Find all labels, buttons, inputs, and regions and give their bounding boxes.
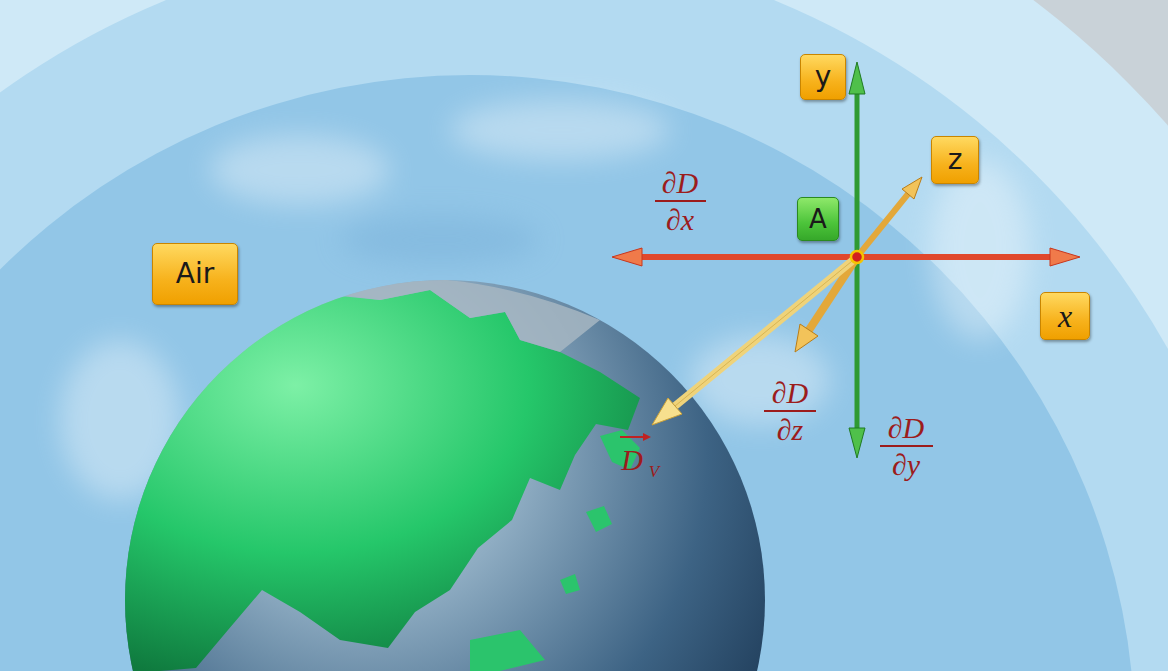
axis-label-box: y (800, 54, 846, 100)
dv-arrowhead (652, 398, 682, 425)
x-arrowhead (612, 248, 642, 266)
island (586, 506, 612, 532)
vector-overarrow-head (643, 433, 651, 441)
vector-subscript: V (649, 463, 659, 480)
x-axis (638, 254, 1054, 260)
cloud (450, 100, 670, 160)
point-label-box: A (797, 197, 839, 241)
partial-derivative: ∂D (888, 413, 925, 443)
y-arrowhead (849, 62, 865, 94)
dv-vector (675, 257, 857, 406)
box-label: y (815, 63, 832, 91)
continents (110, 278, 640, 671)
fraction-bar (655, 200, 706, 202)
vector-overarrow (620, 436, 645, 438)
point-a-dot (851, 251, 863, 263)
axis-label-box: z (931, 136, 979, 184)
cloud (210, 135, 390, 205)
globe (110, 278, 765, 671)
medium-label-box: Air (152, 243, 238, 305)
partial-derivative: ∂z (777, 415, 804, 445)
partial-derivative: ∂D (662, 168, 699, 198)
landmass (470, 630, 545, 671)
partial-derivative: ∂y (892, 450, 920, 480)
vector-symbol: D (621, 445, 643, 475)
dv-vector-edge (675, 257, 857, 406)
z-axis (857, 194, 908, 257)
math-marks (620, 201, 933, 446)
axis-label-box: x (1040, 292, 1090, 340)
box-label: z (948, 146, 963, 174)
fraction-bar (764, 410, 816, 412)
y-arrowhead (849, 428, 865, 458)
box-label: A (809, 206, 827, 232)
island (560, 574, 580, 594)
box-label: x (1058, 300, 1072, 332)
inner-air-band (0, 75, 1135, 671)
partial-derivative: ∂D (772, 378, 809, 408)
cloud (340, 215, 540, 265)
box-label: Air (176, 260, 214, 288)
axes (612, 62, 1080, 458)
dz-arrowhead (795, 324, 818, 352)
polar-cap (300, 278, 600, 352)
z-arrowhead (902, 177, 922, 199)
x-arrowhead (1050, 248, 1080, 266)
fraction-bar (880, 445, 933, 447)
partial-derivative: ∂x (666, 205, 694, 235)
cloud (930, 160, 1030, 340)
